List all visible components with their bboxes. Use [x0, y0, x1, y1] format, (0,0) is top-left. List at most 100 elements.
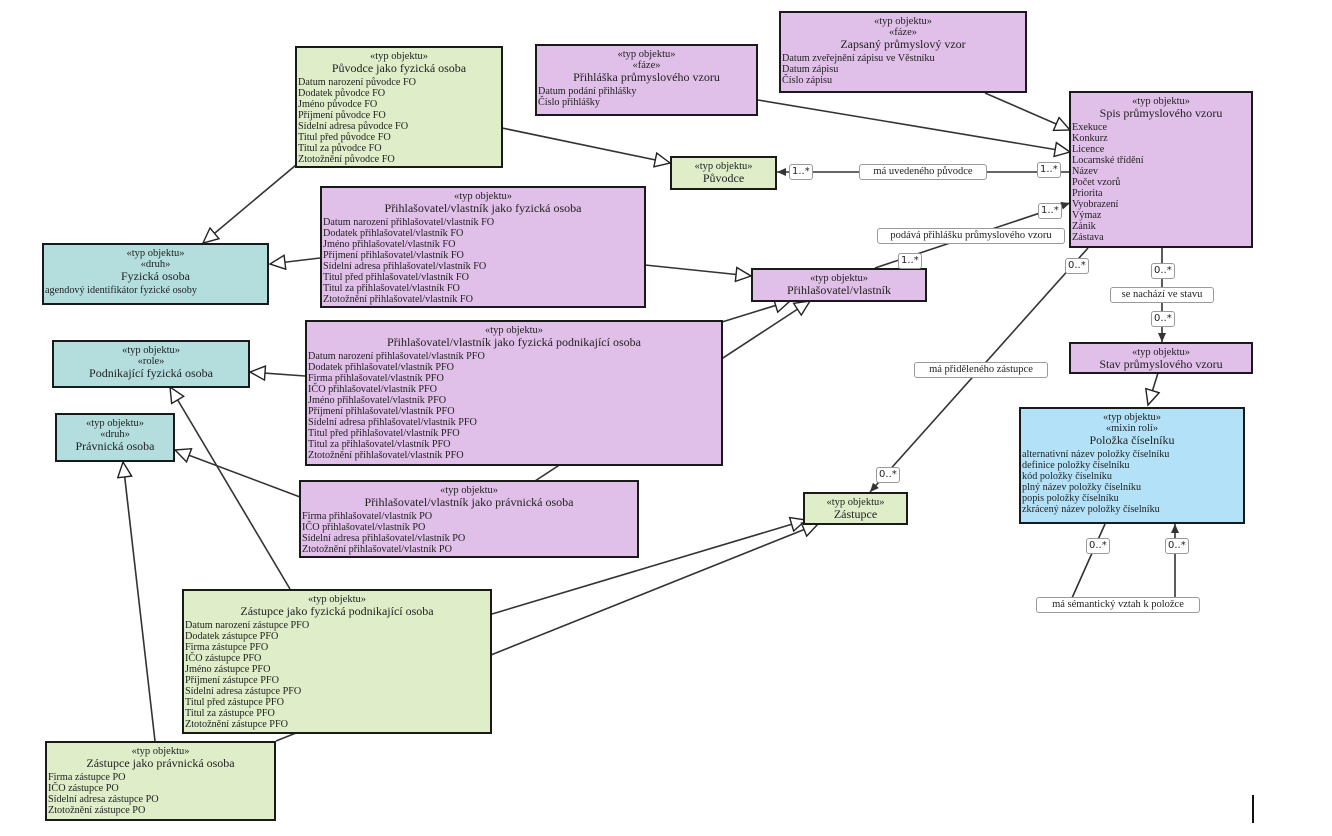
assoc-label-ma-prideleneho[interactable]: má přiděleného zástupce	[914, 362, 1048, 378]
node-attribute[interactable]: Priorita	[1072, 188, 1103, 200]
assoc-label-ma-semanticky[interactable]: má sémantický vztah k položce	[1036, 597, 1200, 613]
mult-zastupce-target: 0..*	[876, 467, 900, 483]
node-attribute[interactable]: Sídelní adresa zástupce PFO	[185, 686, 302, 698]
node-attribute[interactable]: Titul před zástupce PFO	[185, 697, 284, 709]
node-attribute[interactable]: alternativní název položky číselníku	[1022, 449, 1170, 461]
node-attribute[interactable]: agendový identifikátor fyzické osoby	[45, 285, 197, 297]
node-prihlasovatel-po[interactable]: «typ objektu»Přihlašovatel/vlastník jako…	[299, 480, 639, 558]
node-prihlasovatel-pfo[interactable]: «typ objektu»Přihlašovatel/vlastník jako…	[305, 320, 723, 466]
node-attribute[interactable]: Titul za přihlašovatel/vlastník PFO	[308, 439, 451, 451]
node-attribute[interactable]: Ztotožnění zástupce PO	[48, 805, 146, 817]
node-attribute[interactable]: Datum narození přihlašovatel/vlastník PF…	[308, 351, 485, 363]
node-attribute[interactable]: Dodatek přihlašovatel/vlastník PFO	[308, 362, 455, 374]
node-attribute[interactable]: Konkurz	[1072, 133, 1108, 145]
node-polozka[interactable]: «typ objektu»«mixin rolí»Položka číselní…	[1019, 407, 1245, 524]
node-prihlaska[interactable]: «typ objektu»«fáze»Přihláška průmyslovéh…	[535, 44, 758, 116]
assoc-label-se-nachazi[interactable]: se nachází ve stavu	[1110, 287, 1214, 303]
node-attribute[interactable]: Jméno původce FO	[298, 99, 378, 111]
node-prihlasovatel-fo[interactable]: «typ objektu»Přihlašovatel/vlastník jako…	[320, 186, 646, 308]
node-attribute[interactable]: zkrácený název položky číselníku	[1022, 504, 1160, 516]
mult-podava-target: 1..*	[1038, 203, 1062, 219]
node-attribute[interactable]: Dodatek původce FO	[298, 88, 386, 100]
node-attribute[interactable]: Datum narození zástupce PFO	[185, 620, 310, 632]
node-attribute[interactable]: Datum zveřejnění zápisu ve Věstníku	[782, 53, 935, 65]
node-pravnicka-osoba[interactable]: «typ objektu»«druh»Právnická osoba	[55, 413, 175, 462]
node-name: Původce	[702, 171, 745, 186]
node-attribute[interactable]: Sídelní adresa zástupce PO	[48, 794, 159, 806]
node-attribute[interactable]: Titul před původce FO	[298, 132, 391, 144]
node-attribute[interactable]: Ztotožnění původce FO	[298, 154, 395, 166]
node-attribute[interactable]: Výmaz	[1072, 210, 1102, 222]
node-attribute[interactable]: Dodatek zástupce PFO	[185, 631, 279, 643]
node-attribute[interactable]: Firma zástupce PFO	[185, 642, 269, 654]
node-attribute[interactable]: Firma přihlašovatel/vlastník PFO	[308, 373, 444, 385]
node-attribute[interactable]: Licence	[1072, 144, 1105, 156]
mult-stav-source: 0..*	[1151, 263, 1175, 279]
node-attribute[interactable]: Dodatek přihlašovatel/vlastník FO	[323, 228, 464, 240]
node-attribute[interactable]: Název	[1072, 166, 1099, 178]
node-attribute[interactable]: Titul před přihlašovatel/vlastník PFO	[308, 428, 460, 440]
node-stereotype: «typ objektu»	[85, 418, 145, 429]
node-podnikajici-fo[interactable]: «typ objektu»«role»Podnikající fyzická o…	[52, 340, 250, 388]
node-attribute[interactable]: kód položky číselníku	[1022, 471, 1112, 483]
node-attribute[interactable]: Číslo přihlášky	[538, 97, 600, 109]
node-attribute[interactable]: IČO zástupce PO	[48, 783, 119, 795]
node-attribute[interactable]: Jméno přihlašovatel/vlastník FO	[323, 239, 456, 251]
node-attribute[interactable]: IČO přihlašovatel/vlastník PFO	[308, 384, 438, 396]
node-attribute[interactable]: Příjmení přihlašovatel/vlastník PFO	[308, 406, 455, 418]
node-attribute[interactable]: Ztotožnění přihlašovatel/vlastník PO	[302, 544, 452, 556]
node-attribute[interactable]: Ztotožnění přihlašovatel/vlastník FO	[323, 294, 473, 306]
node-attribute[interactable]: Titul za zástupce PFO	[185, 708, 275, 720]
assoc-label-podava-prihlasku[interactable]: podává přihlášku průmyslového vzoru	[877, 228, 1065, 244]
node-attribute[interactable]: Exekuce	[1072, 122, 1108, 134]
node-attribute[interactable]: Datum narození původce FO	[298, 77, 416, 89]
node-attributes: Datum narození přihlašovatel/vlastník FO…	[322, 215, 644, 305]
node-attribute[interactable]: Příjmení přihlašovatel/vlastník FO	[323, 250, 464, 262]
node-attribute[interactable]: Příjmení zástupce PFO	[185, 675, 279, 687]
node-attribute[interactable]: Firma zástupce PO	[48, 772, 126, 784]
node-attribute[interactable]: Jméno zástupce PFO	[185, 664, 271, 676]
node-zastupce[interactable]: «typ objektu»Zástupce	[803, 492, 908, 525]
node-prihlasovatel[interactable]: «typ objektu»Přihlašovatel/vlastník	[751, 268, 927, 302]
node-zastupce-pfo[interactable]: «typ objektu»Zástupce jako fyzická podni…	[182, 589, 492, 734]
node-attribute[interactable]: Firma přihlašovatel/vlastník PO	[302, 511, 433, 523]
node-attribute[interactable]: popis položky číselníku	[1022, 493, 1119, 505]
node-attribute[interactable]: Ztotožnění zástupce PFO	[185, 719, 288, 731]
node-attribute[interactable]: Číslo zápisu	[782, 75, 833, 87]
node-attribute[interactable]: Locarnské třídění	[1072, 155, 1144, 167]
node-zastupce-po[interactable]: «typ objektu»Zástupce jako právnická oso…	[45, 741, 276, 821]
node-attribute[interactable]: Zástava	[1072, 232, 1104, 244]
node-puvodce[interactable]: «typ objektu»Původce	[670, 156, 777, 190]
node-attribute[interactable]: Titul za přihlašovatel/vlastník FO	[323, 283, 460, 295]
node-stav[interactable]: «typ objektu»Stav průmyslového vzoru	[1069, 342, 1253, 374]
node-attribute[interactable]: Datum podání přihlášky	[538, 86, 637, 98]
node-attribute[interactable]: plný název položky číselníku	[1022, 482, 1142, 494]
node-attribute[interactable]: Titul za původce FO	[298, 143, 382, 155]
node-attribute[interactable]: Datum narození přihlašovatel/vlastník FO	[323, 217, 495, 229]
node-attribute[interactable]: Příjmení původce FO	[298, 110, 386, 122]
node-attribute[interactable]: IČO přihlašovatel/vlastník PO	[302, 522, 426, 534]
node-attribute[interactable]: Vyobrazení	[1072, 199, 1119, 211]
gen-puvodcefo-puvodce	[501, 127, 670, 163]
assoc-label-ma-uvedeneho-puvodce[interactable]: má uvedeného původce	[859, 164, 987, 180]
node-attribute[interactable]: Ztotožnění přihlašovatel/vlastník PFO	[308, 450, 464, 462]
node-attribute[interactable]: Sídelní adresa přihlašovatel/vlastník PO	[302, 533, 466, 545]
node-attribute[interactable]: IČO zástupce PFO	[185, 653, 262, 665]
gen-prihlfo-prihlasovatel	[644, 264, 751, 276]
node-attribute[interactable]: Sídelní adresa přihlašovatel/vlastník PF…	[308, 417, 477, 429]
node-header: «typ objektu»Přihlašovatel/vlastník jako…	[322, 188, 644, 215]
node-attribute[interactable]: Počet vzorů	[1072, 177, 1121, 189]
node-attribute[interactable]: definice položky číselníku	[1022, 460, 1130, 472]
node-attribute[interactable]: Jméno přihlašovatel/vlastník PFO	[308, 395, 447, 407]
node-zapsany-vzor[interactable]: «typ objektu»«fáze»Zapsaný průmyslový vz…	[779, 11, 1027, 93]
node-attribute[interactable]: Sídelní adresa přihlašovatel/vlastník FO	[323, 261, 487, 273]
node-attribute[interactable]: Titul před přihlašovatel/vlastník FO	[323, 272, 469, 284]
node-attribute[interactable]: Datum zápisu	[782, 64, 839, 76]
node-attribute[interactable]: Sídelní adresa původce FO	[298, 121, 409, 133]
node-attribute[interactable]: Zánik	[1072, 221, 1096, 233]
